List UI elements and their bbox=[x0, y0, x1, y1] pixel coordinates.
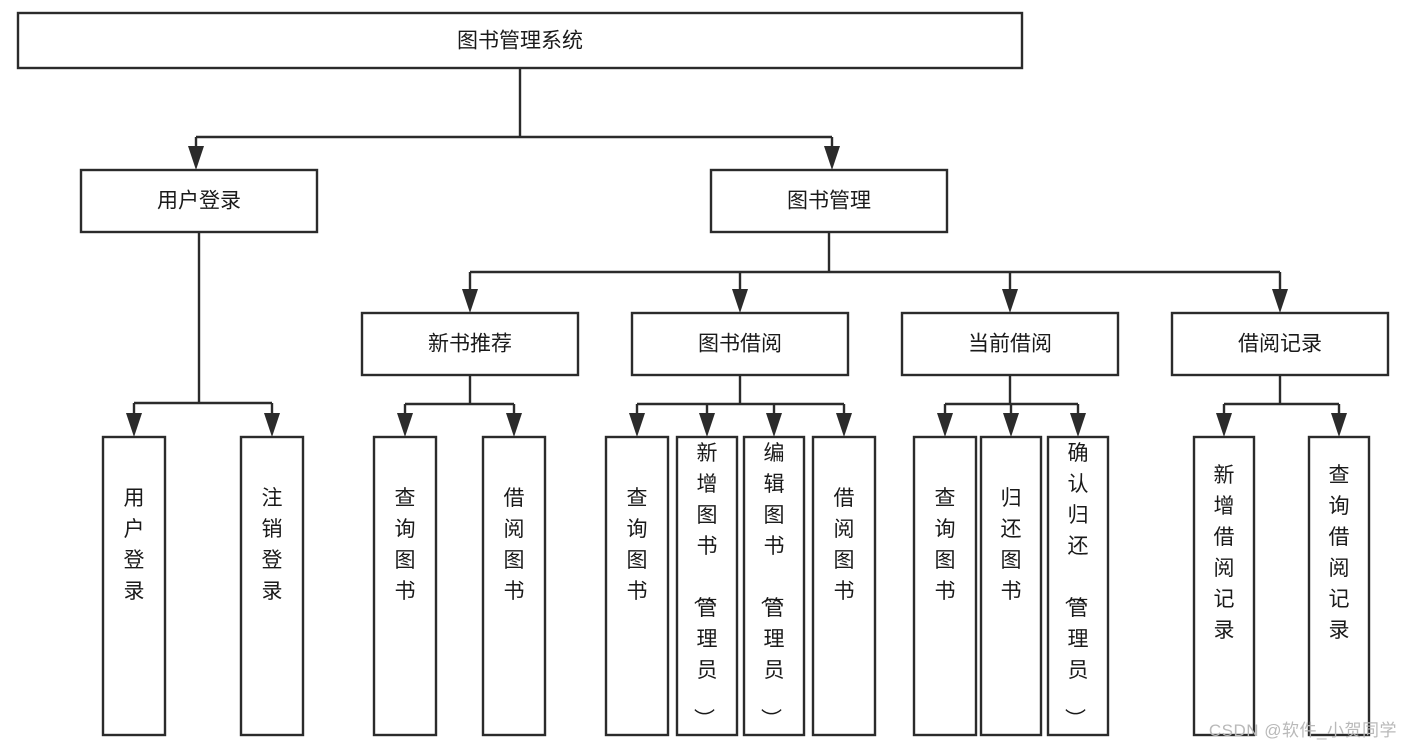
node-current-borrow-label: 当前借阅 bbox=[968, 333, 1052, 356]
node-book-borrow-label: 图书借阅 bbox=[698, 333, 782, 356]
arrow-head-book-borrow bbox=[732, 289, 748, 313]
node-leaf-query-book-2[interactable]: 查询图书 bbox=[604, 435, 670, 737]
node-leaf-query-book-2-box[interactable] bbox=[604, 435, 670, 737]
node-leaf-return-book-label: 归还图书 bbox=[1001, 487, 1022, 603]
node-new-book-recommend[interactable]: 新书推荐 bbox=[360, 311, 580, 377]
arrow-head-book-management bbox=[824, 146, 840, 170]
node-leaf-query-book-3-label: 查询图书 bbox=[935, 487, 956, 603]
connector-currentborrow-to-leaves bbox=[943, 375, 1080, 418]
arrow-head-leaf-edit-book bbox=[766, 413, 782, 437]
arrow-head-leaf-user-login bbox=[126, 413, 142, 437]
node-root-box[interactable] bbox=[16, 11, 1024, 70]
node-book-borrow-box[interactable] bbox=[630, 311, 850, 377]
connector-bookmgmt-to-level3 bbox=[468, 232, 1282, 291]
node-leaf-borrow-book-1[interactable]: 借阅图书 bbox=[481, 435, 547, 737]
arrow-head-current-borrow bbox=[1002, 289, 1018, 313]
node-leaf-add-book[interactable]: 新增图书（管理员） bbox=[675, 435, 739, 737]
node-leaf-user-login-box[interactable] bbox=[101, 435, 167, 737]
arrow-head-user-login bbox=[188, 146, 204, 170]
node-leaf-query-book-3[interactable]: 查询图书 bbox=[912, 435, 978, 737]
node-book-borrow[interactable]: 图书借阅 bbox=[630, 311, 850, 377]
node-new-book-recommend-box[interactable] bbox=[360, 311, 580, 377]
arrow-head-leaf-query-book-3 bbox=[937, 413, 953, 437]
node-leaf-user-login-label: 用户登录 bbox=[124, 487, 145, 603]
arrow-head-leaf-query-book-2 bbox=[629, 413, 645, 437]
arrow-head-new-book bbox=[462, 289, 478, 313]
arrow-head-leaf-query-book-1 bbox=[397, 413, 413, 437]
node-leaf-query-record[interactable]: 查询借阅记录 bbox=[1307, 435, 1371, 737]
node-leaf-query-book-2-label: 查询图书 bbox=[627, 487, 648, 603]
node-leaf-confirm-return[interactable]: 确认归还（管理员） bbox=[1046, 435, 1110, 737]
node-leaf-query-record-box[interactable] bbox=[1307, 435, 1371, 737]
connector-userlogin-to-leaves bbox=[132, 232, 274, 418]
node-leaf-add-book-label: 新增图书（管理员） bbox=[692, 442, 718, 729]
node-leaf-borrow-book-1-box[interactable] bbox=[481, 435, 547, 737]
arrow-head-leaf-confirm-return bbox=[1070, 413, 1086, 437]
arrow-head-leaf-borrow-book-2 bbox=[836, 413, 852, 437]
connector-root-to-level2 bbox=[194, 68, 834, 158]
arrow-head-leaf-logout bbox=[264, 413, 280, 437]
connector-layer bbox=[126, 68, 1347, 437]
node-leaf-logout-label: 注销登录 bbox=[262, 487, 283, 603]
node-leaf-borrow-book-2-label: 借阅图书 bbox=[834, 487, 855, 603]
node-leaf-query-record-label: 查询借阅记录 bbox=[1329, 464, 1350, 642]
node-leaf-confirm-return-box[interactable] bbox=[1046, 435, 1110, 737]
node-book-management[interactable]: 图书管理 bbox=[709, 168, 949, 234]
node-leaf-edit-book-box[interactable] bbox=[742, 435, 806, 737]
arrow-head-leaf-add-book bbox=[699, 413, 715, 437]
arrow-head-leaf-add-record bbox=[1216, 413, 1232, 437]
node-leaf-add-record-label: 新增借阅记录 bbox=[1214, 464, 1235, 642]
node-book-management-label: 图书管理 bbox=[787, 190, 871, 213]
node-leaf-add-record-box[interactable] bbox=[1192, 435, 1256, 737]
arrow-head-leaf-query-record bbox=[1331, 413, 1347, 437]
node-leaf-logout-box[interactable] bbox=[239, 435, 305, 737]
node-root-label: 图书管理系统 bbox=[457, 30, 583, 53]
node-leaf-edit-book-label: 编辑图书（管理员） bbox=[759, 442, 785, 729]
node-leaf-edit-book[interactable]: 编辑图书（管理员） bbox=[742, 435, 806, 737]
node-leaf-borrow-book-1-label: 借阅图书 bbox=[504, 487, 525, 603]
node-borrow-record-box[interactable] bbox=[1170, 311, 1390, 377]
node-leaf-query-book-1-box[interactable] bbox=[372, 435, 438, 737]
node-user-login[interactable]: 用户登录 bbox=[79, 168, 319, 234]
node-leaf-query-book-1[interactable]: 查询图书 bbox=[372, 435, 438, 737]
connector-newbook-to-leaves bbox=[403, 375, 516, 418]
node-book-management-box[interactable] bbox=[709, 168, 949, 234]
node-borrow-record-label: 借阅记录 bbox=[1238, 333, 1322, 356]
node-leaf-add-book-box[interactable] bbox=[675, 435, 739, 737]
connector-borrowrecord-to-leaves bbox=[1222, 375, 1341, 418]
arrow-head-leaf-borrow-book-1 bbox=[506, 413, 522, 437]
node-user-login-box[interactable] bbox=[79, 168, 319, 234]
node-leaf-logout[interactable]: 注销登录 bbox=[239, 435, 305, 737]
node-leaf-return-book-box[interactable] bbox=[979, 435, 1043, 737]
connector-bookborrow-to-leaves bbox=[635, 375, 846, 418]
node-leaf-return-book[interactable]: 归还图书 bbox=[979, 435, 1043, 737]
node-leaf-borrow-book-2-box[interactable] bbox=[811, 435, 877, 737]
node-leaf-add-record[interactable]: 新增借阅记录 bbox=[1192, 435, 1256, 737]
arrow-head-borrow-record bbox=[1272, 289, 1288, 313]
node-current-borrow[interactable]: 当前借阅 bbox=[900, 311, 1120, 377]
node-leaf-user-login[interactable]: 用户登录 bbox=[101, 435, 167, 737]
node-user-login-label: 用户登录 bbox=[157, 190, 241, 213]
node-borrow-record[interactable]: 借阅记录 bbox=[1170, 311, 1390, 377]
node-leaf-query-book-3-box[interactable] bbox=[912, 435, 978, 737]
node-leaf-confirm-return-label: 确认归还（管理员） bbox=[1063, 442, 1089, 729]
node-root[interactable]: 图书管理系统 bbox=[16, 11, 1024, 70]
node-current-borrow-box[interactable] bbox=[900, 311, 1120, 377]
node-leaf-borrow-book-2[interactable]: 借阅图书 bbox=[811, 435, 877, 737]
arrow-head-leaf-return-book bbox=[1003, 413, 1019, 437]
node-new-book-recommend-label: 新书推荐 bbox=[428, 333, 512, 356]
node-leaf-query-book-1-label: 查询图书 bbox=[395, 487, 416, 603]
